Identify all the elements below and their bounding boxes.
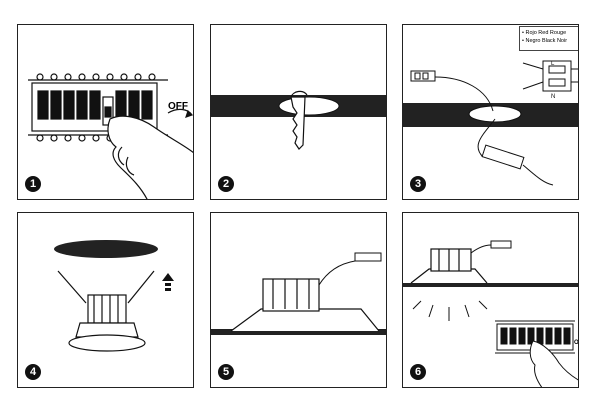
wire xyxy=(470,244,492,254)
downlight-icon xyxy=(410,248,488,284)
step-5-illustration xyxy=(211,252,386,335)
terminal-label-n: N xyxy=(551,94,555,100)
on-label: ON xyxy=(574,340,579,346)
wire xyxy=(522,164,554,186)
driver-icon xyxy=(481,144,525,170)
step-3-illustration: L N xyxy=(403,60,578,186)
wire xyxy=(434,76,494,112)
step-number: 4 xyxy=(25,364,41,380)
driver-icon xyxy=(354,252,382,262)
step-3-panel: L N • Rojo Red Rouge • Negro Black Noir … xyxy=(402,24,579,200)
step-4-panel: 4 xyxy=(17,212,194,388)
terminal-block-icon xyxy=(522,60,578,92)
ceiling-hole-icon xyxy=(468,105,522,123)
ceiling-icon xyxy=(403,283,578,287)
step-6-illustration xyxy=(403,240,578,387)
step-2-panel: 2 xyxy=(210,24,387,200)
step-number: 2 xyxy=(218,176,234,192)
step-5-panel: 5 xyxy=(210,212,387,388)
breaker-panel-icon xyxy=(495,320,575,354)
terminal-label-l: L xyxy=(551,61,555,67)
downlight-icon xyxy=(230,278,380,332)
wire xyxy=(318,260,356,286)
downlight-icon xyxy=(57,270,155,352)
legend-item-black: • Negro Black Noir xyxy=(522,38,568,44)
ceiling-disc-icon xyxy=(54,240,158,258)
step-1-illustration xyxy=(28,73,193,199)
arrow-right-icon xyxy=(167,108,193,118)
off-label: OFF xyxy=(168,101,188,112)
hand-icon xyxy=(529,340,578,387)
step-number: 1 xyxy=(25,176,41,192)
legend-item-red: • Rojo Red Rouge xyxy=(522,30,567,36)
step-number: 5 xyxy=(218,364,234,380)
ceiling-hole-icon xyxy=(278,96,340,116)
wire-legend: • Rojo Red Rouge • Negro Black Noir xyxy=(519,26,578,51)
wire xyxy=(477,118,496,158)
ceiling-icon xyxy=(211,329,386,335)
connector-icon xyxy=(410,70,436,82)
step-1-panel: OFF 1 xyxy=(17,24,194,200)
hand-icon xyxy=(107,115,193,199)
step-2-illustration xyxy=(211,90,386,150)
step-4-illustration xyxy=(54,240,174,352)
driver-icon xyxy=(490,240,512,249)
arrow-up-icon xyxy=(162,273,174,291)
light-rays-icon xyxy=(412,300,488,321)
step-6-panel: ON 6 xyxy=(402,212,579,388)
step-number: 6 xyxy=(410,364,426,380)
step-number: 3 xyxy=(410,176,426,192)
saw-icon xyxy=(290,90,308,150)
